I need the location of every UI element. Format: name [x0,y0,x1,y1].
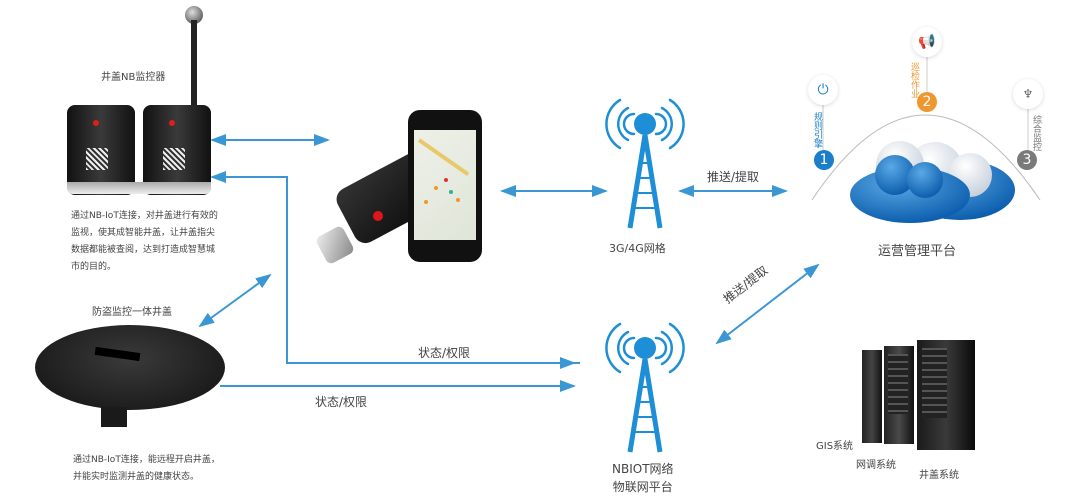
monitor-device-image [67,0,217,200]
monitor-desc-line: 数据都能被查阅，达到打造成智慧城 [71,245,216,255]
tower-nb-label: NBIOT网络 物联网平台 [612,460,674,496]
monitor-desc-line: 监视，使其成智能井盖，让井盖指尖 [71,228,216,238]
tower-nb-icon [600,312,690,467]
monitor-desc-line: 市的目的。 [71,262,117,272]
step2-badge: 2 [917,92,937,112]
platform-title: 运营管理平台 [878,244,957,259]
cover-desc-line: 通过NB-IoT连接，能远程开启井盖， [73,455,220,465]
step1-label: 规则引擎 [812,112,822,148]
cloud-icon [840,135,1020,230]
megaphone-icon: 📢 [912,27,942,57]
server-racks-image [862,340,977,452]
tower-nb-label-line1: NBIOT网络 [612,462,674,476]
step3-badge: 3 [1017,150,1037,170]
manhole-system-label: 井盖系统 [919,470,959,481]
monitor-title: 井盖NB监控器 [101,72,166,83]
step1-badge: 1 [814,150,834,170]
tower-3g-icon [600,88,690,243]
cover-title: 防盗监控一体井盖 [92,307,172,318]
network-dispatch-system-label: 网调系统 [856,460,896,471]
monitor-description: 通过NB-IoT连接，对井盖进行有效的 监视，使其成智能井盖，让井盖指尖 数据都… [71,208,218,276]
cover-description: 通过NB-IoT连接，能远程开启井盖， 并能实时监测井盖的健康状态。 [73,452,220,486]
phone-map-screen [414,130,476,240]
arrow-nb-cloud [715,263,820,345]
arrow-monitor-cover [198,273,272,328]
tower-3g-label: 3G/4G网格 [609,242,666,255]
step2-label: 巡检作业 [909,62,919,98]
power-icon: ⏻ [808,75,838,105]
cover-device-image [35,325,225,435]
cover-desc-line: 并能实时监测井盖的健康状态。 [73,472,200,482]
monitor-control-icon: ♆ [1013,79,1043,109]
push-pull-label-top: 推送/提取 [707,170,760,184]
platform-arc [811,114,1041,201]
monitor-desc-line: 通过NB-IoT连接，对井盖进行有效的 [71,211,218,221]
tower-nb-label-line2: 物联网平台 [612,480,673,494]
gis-system-label: GIS系统 [816,441,854,452]
phone-reader-image [314,105,495,285]
step3-label: 综合监控 [1031,115,1041,151]
status-label-bottom: 状态/权限 [315,395,368,409]
status-label-top: 状态/权限 [418,346,471,360]
